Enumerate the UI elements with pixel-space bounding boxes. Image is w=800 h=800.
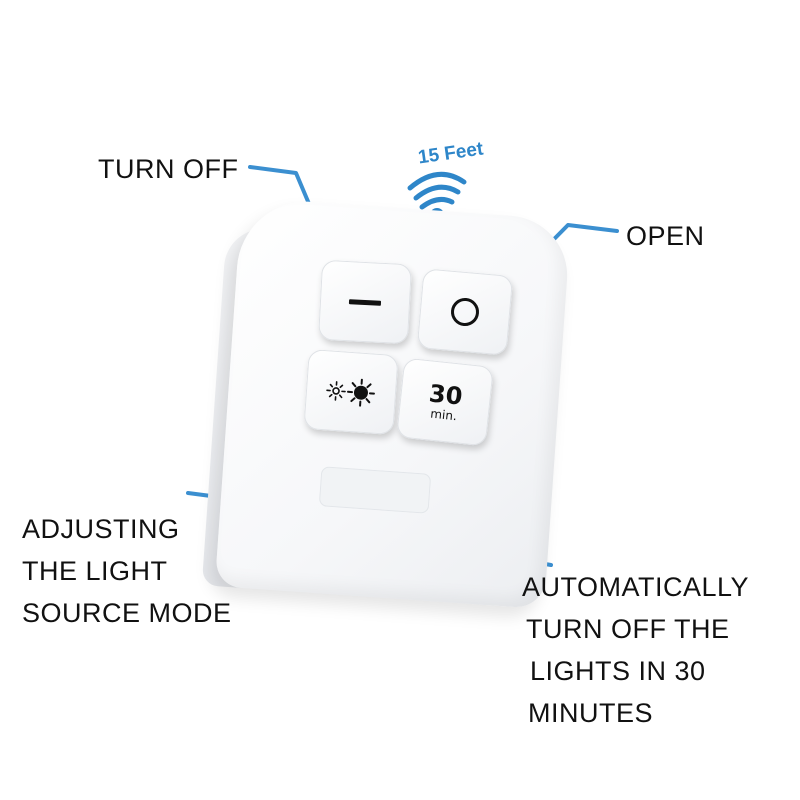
label-light-mode: ADJUSTING THE LIGHT SOURCE MODE bbox=[22, 508, 232, 634]
timer-button[interactable]: 30 min. bbox=[396, 357, 494, 447]
label-line: AUTOMATICALLY bbox=[522, 572, 750, 602]
label-line: LIGHTS IN 30 bbox=[530, 656, 706, 686]
label-auto-off: AUTOMATICALLY TURN OFF THE LIGHTS IN 30 … bbox=[522, 566, 749, 734]
minus-bar-icon bbox=[348, 298, 382, 306]
label-line: OPEN bbox=[626, 221, 705, 251]
battery-slot bbox=[318, 466, 432, 514]
light-mode-button[interactable] bbox=[303, 348, 399, 436]
label-line: TURN OFF bbox=[98, 154, 239, 184]
label-open: OPEN bbox=[626, 223, 705, 250]
label-line: THE LIGHT bbox=[22, 556, 168, 586]
turn-off-button[interactable] bbox=[317, 259, 413, 345]
circle-ring-icon bbox=[449, 296, 481, 328]
label-line: TURN OFF THE bbox=[526, 614, 730, 644]
brightness-sun-icon bbox=[326, 378, 375, 407]
label-line: MINUTES bbox=[528, 698, 653, 728]
label-line: SOURCE MODE bbox=[22, 598, 232, 628]
label-line: ADJUSTING bbox=[22, 514, 180, 544]
open-button[interactable] bbox=[416, 268, 514, 356]
timer-icon: 30 min. bbox=[426, 379, 464, 424]
timer-unit: min. bbox=[429, 406, 458, 424]
timer-value: 30 bbox=[427, 379, 464, 411]
label-turn-off: TURN OFF bbox=[98, 156, 238, 183]
